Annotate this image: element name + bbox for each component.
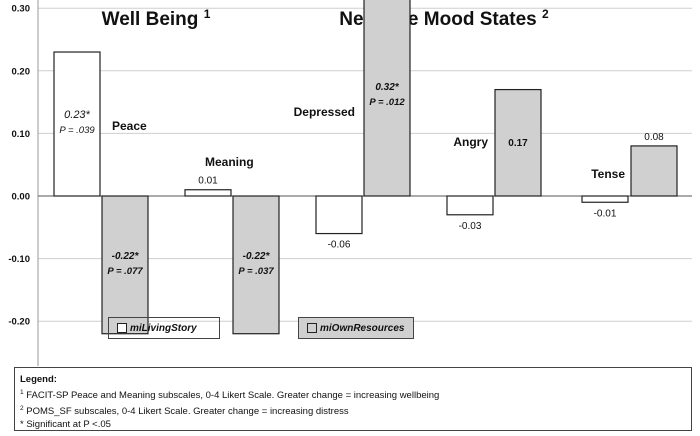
- p-value-label: P = .012: [369, 97, 405, 108]
- legend-note: * Significant at P <.05: [20, 418, 686, 431]
- category-label: Meaning: [205, 155, 254, 169]
- bar: [630, 145, 678, 197]
- series-swatch: [117, 323, 127, 333]
- bar: [446, 195, 494, 216]
- data-label: 0.01: [198, 176, 218, 187]
- p-value-label: P = .039: [59, 125, 95, 136]
- labels: 0.23* P = .039 -0.22* P = .077 Peace 0.01 -0.2…: [59, 82, 664, 277]
- series-key-milivingstory: miLivingStory: [108, 317, 220, 339]
- bar: [53, 51, 101, 197]
- note-text: POMS_SF subscales, 0-4 Likert Scale. Gre…: [26, 406, 349, 418]
- bar-chart: 0.400.300.200.100.00-0.10-0.20-0.30 Well…: [8, 0, 692, 366]
- group-title-sup: 2: [542, 7, 549, 21]
- note-sup: 2: [20, 405, 24, 413]
- series-key-label: miLivingStory: [130, 322, 197, 334]
- data-label: 0.08: [644, 132, 664, 143]
- bar: [184, 189, 232, 197]
- legend-title: Legend:: [20, 374, 57, 385]
- y-tick-label: 0.00: [12, 192, 31, 203]
- y-tick-label: -0.10: [8, 254, 30, 265]
- series-key-label: miOwnResources: [320, 322, 405, 334]
- data-label: -0.22*: [112, 251, 140, 262]
- note-text: FACIT-SP Peace and Meaning subscales, 0-…: [26, 390, 440, 402]
- data-label: -0.06: [328, 240, 351, 251]
- footnote-legend: Legend: 1 FACIT-SP Peace and Meaning sub…: [14, 367, 692, 431]
- category-label: Depressed: [294, 105, 355, 119]
- bar: [363, 0, 411, 197]
- y-tick-label: -0.20: [8, 317, 30, 328]
- p-value-label: P = .037: [238, 266, 274, 277]
- note-sup: 1: [20, 389, 24, 396]
- data-label: 0.17: [508, 138, 528, 149]
- bar: [101, 195, 149, 335]
- y-tick-label: 0.10: [12, 129, 31, 140]
- bar: [315, 195, 363, 235]
- bar: [494, 88, 542, 197]
- group-title: Well Being 1: [102, 7, 211, 30]
- data-label: -0.22*: [243, 251, 271, 262]
- category-label: Angry: [453, 135, 488, 149]
- category-label: Peace: [112, 119, 147, 133]
- legend-note: 2 POMS_SF subscales, 0-4 Likert Scale. G…: [20, 402, 686, 418]
- data-label: 0.23*: [64, 109, 90, 121]
- note-text: * Significant at P <.05: [20, 419, 111, 431]
- bar: [232, 195, 280, 335]
- legend-note: 1 FACIT-SP Peace and Meaning subscales, …: [20, 386, 686, 402]
- data-label: -0.03: [459, 221, 482, 232]
- bar: [581, 195, 629, 203]
- y-tick-label: 0.30: [12, 4, 31, 15]
- bars: [53, 0, 678, 335]
- group-title-sup: 1: [204, 7, 211, 21]
- p-value-label: P = .077: [107, 266, 143, 277]
- series-swatch: [307, 323, 317, 333]
- data-label: -0.01: [594, 208, 617, 219]
- y-tick-label: 0.20: [12, 66, 31, 77]
- data-label: 0.32*: [375, 82, 399, 93]
- category-label: Tense: [591, 167, 625, 181]
- series-key-miownresources: miOwnResources: [298, 317, 414, 339]
